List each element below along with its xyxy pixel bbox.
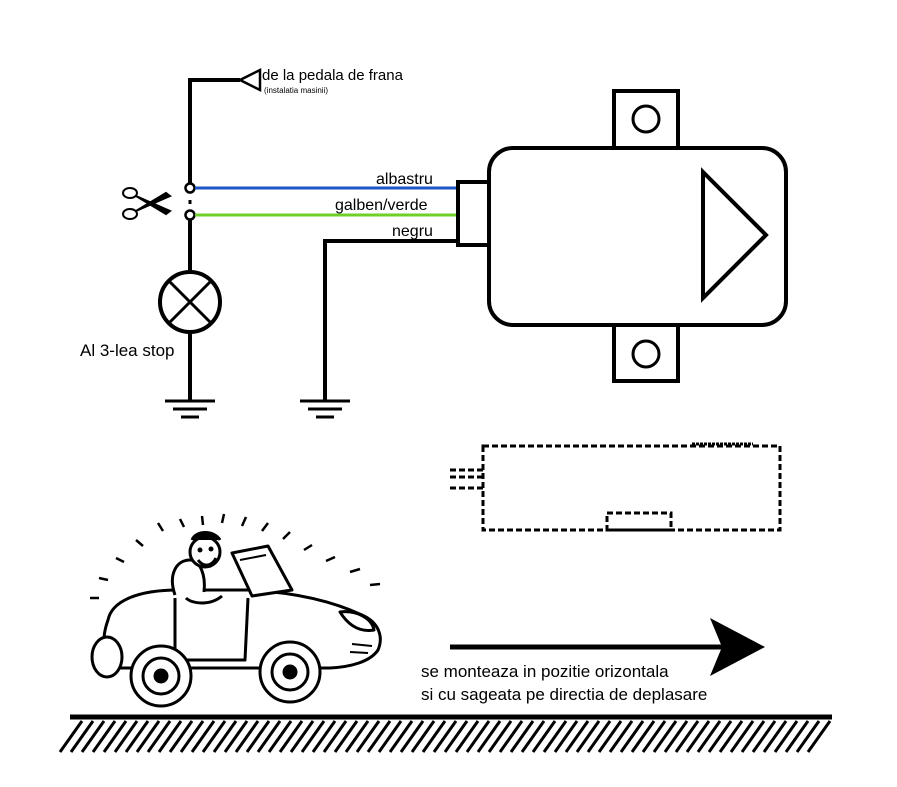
road-hatch-line xyxy=(553,720,579,753)
road-hatch-line xyxy=(597,720,623,753)
wire-label-blue: albastru xyxy=(376,171,433,188)
road-hatch-line xyxy=(729,720,755,753)
road-surface xyxy=(58,714,832,753)
road-hatch-line xyxy=(685,720,711,753)
road-hatch-line xyxy=(300,720,326,753)
road-hatch-line xyxy=(377,720,403,753)
road-hatch-line xyxy=(190,720,216,753)
road-hatch-line xyxy=(806,720,832,753)
brake-source-label: de la pedala de frana xyxy=(262,67,404,84)
road-hatch-line xyxy=(322,720,348,753)
road-hatch-line xyxy=(773,720,799,753)
brake-source-sublabel: (instalatia masinii) xyxy=(264,86,328,95)
road-hatch-line xyxy=(630,720,656,753)
road-hatch-line xyxy=(333,720,359,753)
road-hatch-line xyxy=(476,720,502,753)
road-hatch-line xyxy=(135,720,161,753)
road-hatch-line xyxy=(58,720,84,753)
road-hatch-line xyxy=(146,720,172,753)
road-hatch-line xyxy=(311,720,337,753)
brake-connector-icon xyxy=(237,67,262,93)
road-hatch-line xyxy=(663,720,689,753)
wire-label-black: negru xyxy=(392,223,433,240)
road-hatch-line xyxy=(619,720,645,753)
road-hatch-line xyxy=(80,720,106,753)
road-hatch-line xyxy=(575,720,601,753)
road-hatch-line xyxy=(740,720,766,753)
brake-feed-wire xyxy=(188,78,240,186)
road-hatch-line xyxy=(454,720,480,753)
road-hatch-line xyxy=(652,720,678,753)
road-hatch-line xyxy=(157,720,183,753)
car-icon xyxy=(90,513,382,708)
road-hatch-line xyxy=(531,720,557,753)
road-hatch-line xyxy=(399,720,425,753)
road-hatch-line xyxy=(465,720,491,753)
road-hatch-line xyxy=(498,720,524,753)
road-hatch-line xyxy=(707,720,733,753)
road-hatch-line xyxy=(487,720,513,753)
direction-triangle-icon xyxy=(701,167,769,303)
road-hatch-line xyxy=(509,720,535,753)
mount-hole-bottom xyxy=(631,339,661,369)
road-hatch-line xyxy=(168,720,194,753)
note-line-2: si cu sageata pe directia de deplasare xyxy=(421,685,707,704)
road-hatch-line xyxy=(278,720,304,753)
road-hatch-line xyxy=(91,720,117,753)
road-hatch-line xyxy=(696,720,722,753)
wire-label-yellow-green: galben/verde xyxy=(335,197,428,214)
lamp-label: Al 3-lea stop xyxy=(80,341,175,360)
road-hatch-line xyxy=(674,720,700,753)
road-hatch-line xyxy=(124,720,150,753)
road-hatch-line xyxy=(201,720,227,753)
road-hatch-line xyxy=(179,720,205,753)
road-hatch-line xyxy=(784,720,810,753)
road-hatch-line xyxy=(223,720,249,753)
road-hatch-line xyxy=(542,720,568,753)
lamp-icon xyxy=(158,270,222,334)
scissors-icon xyxy=(122,187,172,220)
road-hatch-line xyxy=(234,720,260,753)
road-hatch-line xyxy=(762,720,788,753)
road-hatch-line xyxy=(564,720,590,753)
ground-icon xyxy=(165,399,215,419)
road-hatch-line xyxy=(102,720,128,753)
road-hatch-line xyxy=(344,720,370,753)
road-hatch-line xyxy=(267,720,293,753)
road-hatch-line xyxy=(410,720,436,753)
module-side-view xyxy=(450,442,782,532)
road-hatch-line xyxy=(432,720,458,753)
road-hatch-line xyxy=(212,720,238,753)
road-hatch-line xyxy=(443,720,469,753)
road-hatch-line xyxy=(289,720,315,753)
road-hatch-line xyxy=(795,720,821,753)
road-hatch-line xyxy=(608,720,634,753)
road-hatch-line xyxy=(421,720,447,753)
terminal-upper xyxy=(184,182,196,194)
road-hatch-line xyxy=(751,720,777,753)
arrow-icon xyxy=(450,618,765,676)
road-hatch-line xyxy=(641,720,667,753)
road-hatch-line xyxy=(718,720,744,753)
road-hatch-line xyxy=(245,720,271,753)
road-hatch-line xyxy=(388,720,414,753)
mount-hole-top xyxy=(631,104,661,134)
road-hatch-line xyxy=(520,720,546,753)
road-hatch-line xyxy=(366,720,392,753)
terminal-lower xyxy=(184,209,196,221)
road-hatch-line xyxy=(113,720,139,753)
ground-icon xyxy=(300,399,350,419)
road-hatch-line xyxy=(69,720,95,753)
road-hatch-line xyxy=(256,720,282,753)
road-hatch-line xyxy=(586,720,612,753)
wire-black xyxy=(323,239,458,400)
road-hatch-line xyxy=(355,720,381,753)
note-line-1: se monteaza in pozitie orizontala xyxy=(421,662,669,681)
